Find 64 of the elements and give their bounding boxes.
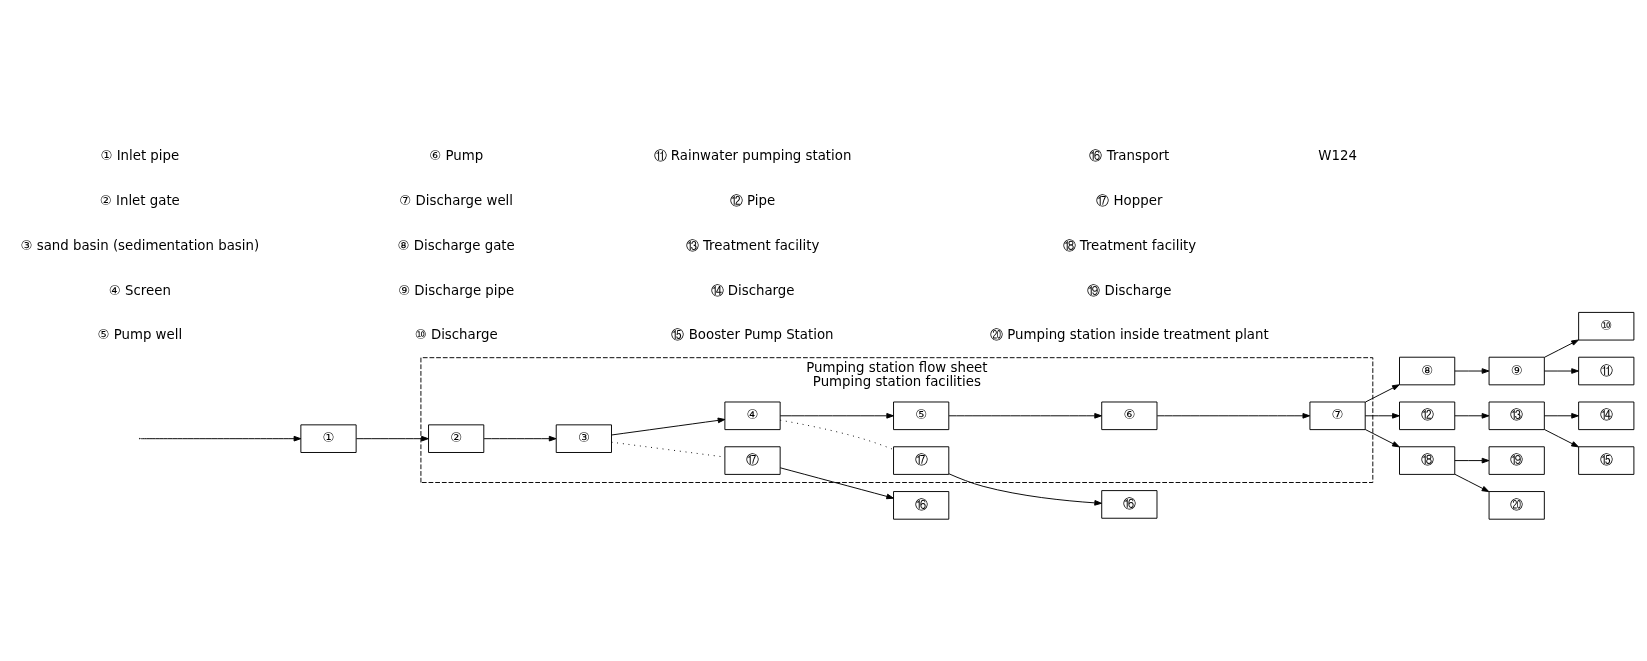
node-box: ⑨ (1488, 356, 1545, 385)
label: ⑤ Pump well (97, 326, 183, 342)
label: ⑫ Pipe (729, 192, 776, 208)
node-box: ⑳ (1488, 490, 1545, 520)
label: ⑥ Pump (429, 147, 484, 163)
arrow (1454, 367, 1490, 374)
arrow (1454, 457, 1490, 463)
arrow (140, 435, 302, 441)
label: ⑪ Rainwater pumping station (653, 147, 852, 163)
arrow (611, 417, 726, 435)
node-box: ⑯ (893, 490, 950, 520)
label: ⑰ Hopper (1096, 192, 1163, 208)
label: ⑯ Transport (1089, 147, 1170, 163)
node-box: ⑥ (1101, 401, 1158, 430)
node-box: ⑯ (1101, 489, 1158, 519)
node-box: ⑮ (1578, 445, 1635, 475)
connector (779, 419, 894, 450)
label: W124 (1318, 147, 1357, 163)
arrow (779, 466, 894, 499)
node-box: ⑬ (1488, 401, 1545, 430)
label: ⑬ Treatment facility (685, 237, 820, 253)
node-box: ⑩ (1578, 311, 1635, 341)
node-box: ⑪ (1578, 356, 1635, 385)
arrow (1454, 412, 1490, 419)
node-box: ⑭ (1578, 401, 1635, 430)
arrow (1543, 367, 1579, 374)
label: ① Inlet pipe (100, 147, 180, 163)
label: ⑲ Discharge (1087, 282, 1172, 298)
label: ⑩ Discharge (414, 326, 498, 342)
label: ⑧ Discharge gate (397, 237, 515, 253)
label: ⑮ Booster Pump Station (671, 326, 834, 342)
arrow (1543, 412, 1579, 419)
arrow (355, 435, 429, 441)
arrow (1364, 412, 1400, 419)
node-box: ⑰ (893, 445, 950, 475)
node-box: ② (428, 423, 485, 453)
node-box: ⑲ (1488, 445, 1545, 475)
node-box: ⑤ (893, 401, 950, 430)
arrow (483, 435, 557, 441)
label: ⑭ Discharge (710, 282, 795, 298)
node-box: ③ (555, 423, 612, 453)
node-box: ① (300, 423, 357, 453)
arrow (948, 472, 1102, 506)
arrow (948, 412, 1102, 419)
label: ⑦ Discharge well (399, 192, 514, 208)
node-box: ⑰ (724, 445, 781, 475)
arrow (779, 412, 894, 419)
arrow (1364, 428, 1400, 447)
node-box: ⑫ (1399, 401, 1456, 430)
label: ② Inlet gate (99, 192, 180, 208)
arrow (1543, 428, 1579, 447)
label: ⑳ Pumping station inside treatment plant (990, 326, 1269, 342)
arrow (1543, 339, 1579, 358)
arrow (1454, 473, 1490, 492)
node-box: ④ (724, 401, 781, 430)
label: ④ Screen (108, 282, 171, 298)
arrow (1156, 412, 1311, 419)
label: ③ sand basin (sedimentation basin) (20, 237, 260, 253)
label: ⑨ Discharge pipe (398, 282, 515, 298)
node-box: ⑧ (1399, 356, 1456, 385)
node-box: ⑦ (1309, 401, 1366, 430)
arrow (1364, 383, 1400, 403)
label: ⑱ Treatment facility (1062, 237, 1197, 253)
node-box: ⑱ (1399, 445, 1456, 475)
